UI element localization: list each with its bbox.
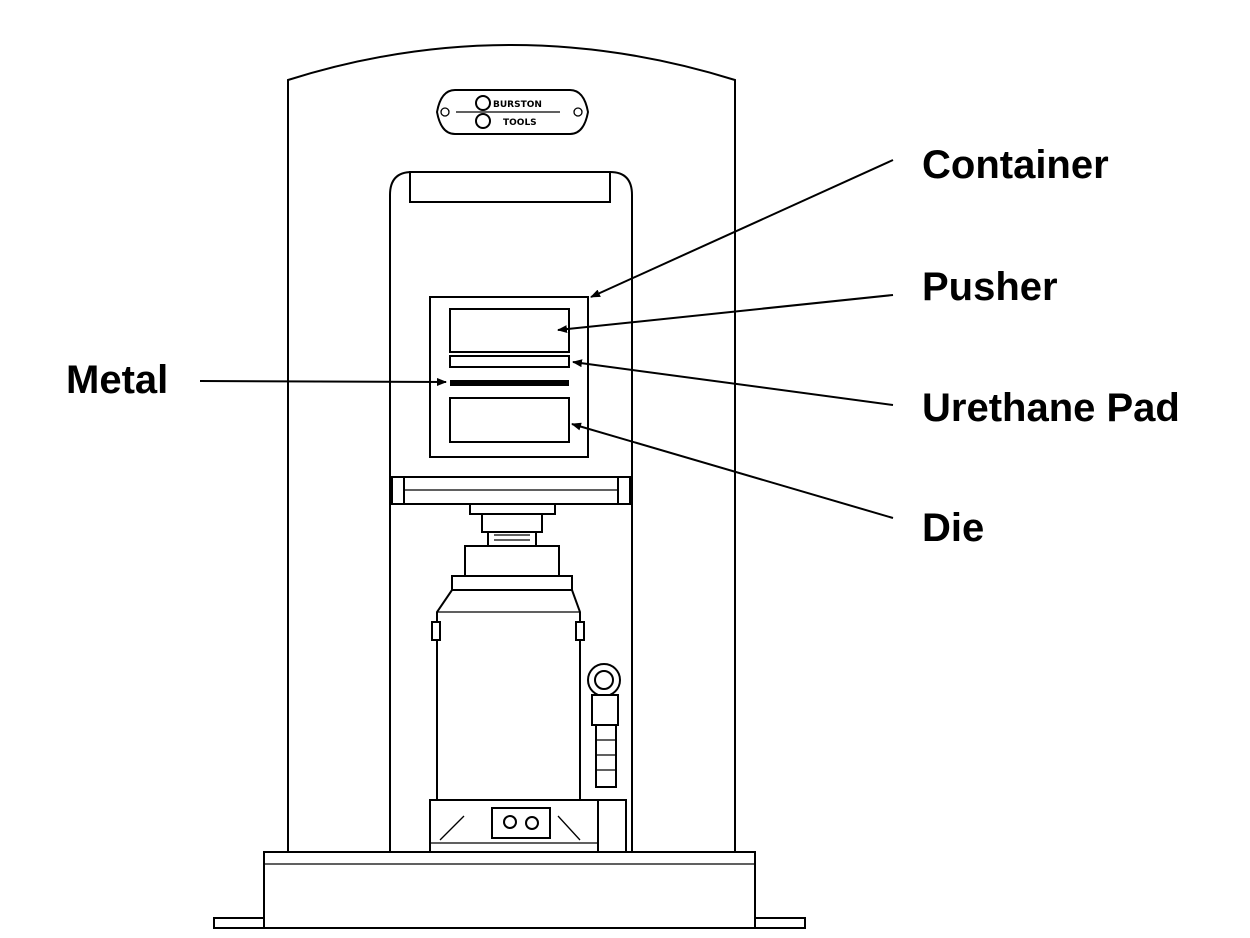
container-assembly [429, 296, 589, 458]
urethane-pad-block [449, 355, 570, 368]
press-frame [287, 44, 736, 852]
logo-line-2: TOOLS [503, 118, 537, 128]
pusher-leader [557, 294, 894, 334]
container-leader [590, 159, 894, 298]
die-block [449, 397, 570, 443]
label-pusher: Pusher [922, 265, 1058, 309]
die-leader [571, 422, 894, 519]
base-plate [213, 851, 806, 929]
burston-tools-logo: BURSTON TOOLS [435, 89, 590, 135]
metal-leader [199, 377, 447, 386]
urethane-pad-leader [572, 359, 894, 406]
label-container: Container [922, 143, 1109, 187]
label-die: Die [922, 506, 984, 550]
leader-arrows [199, 159, 894, 519]
label-metal: Metal [66, 358, 168, 402]
metal-sheet [450, 380, 569, 386]
hydraulic-jack [429, 545, 627, 853]
label-urethane-pad: Urethane Pad [922, 386, 1180, 430]
pusher-block [449, 308, 570, 353]
logo-line-1: BURSTON [493, 100, 542, 110]
ram-plate [391, 476, 631, 547]
